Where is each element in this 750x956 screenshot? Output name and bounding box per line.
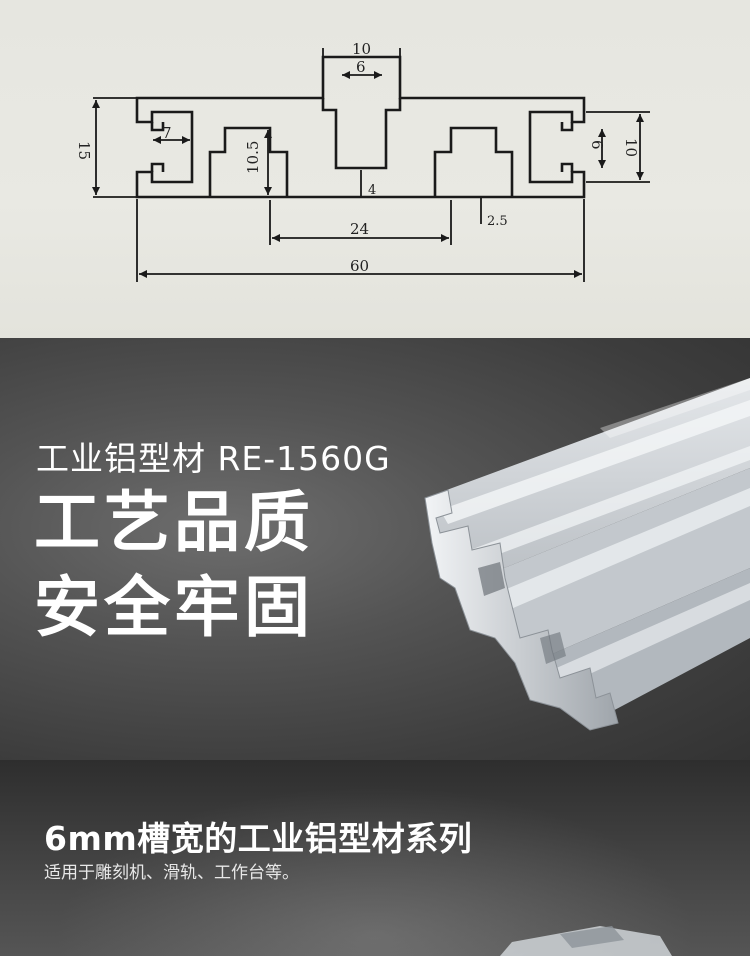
product-model-subtitle: 工业铝型材 RE-1560G xyxy=(36,439,391,478)
t-slot-3 xyxy=(433,126,514,197)
aluminum-profile-image xyxy=(424,378,750,731)
left-tab-lower xyxy=(150,162,165,172)
hero-banner: 工业铝型材 RE-1560G 工艺品质 安全牢固 xyxy=(0,338,750,760)
profile-preview-image xyxy=(500,926,672,956)
dim-label-24: 24 xyxy=(350,220,369,238)
t-slot-1 xyxy=(208,126,289,197)
series-section: 6mm槽宽的工业铝型材系列 适用于雕刻机、滑轨、工作台等。 xyxy=(0,760,750,956)
dim-label-6-top: 6 xyxy=(356,58,366,76)
dim-label-10-right: 10 xyxy=(622,138,640,157)
dim-label-10-5: 10.5 xyxy=(244,141,262,174)
headline-safety: 安全牢固 xyxy=(34,569,314,646)
series-title: 6mm槽宽的工业铝型材系列 xyxy=(44,819,473,858)
profile-end-face xyxy=(424,489,619,731)
right-tab xyxy=(560,122,574,132)
dim-label-4: 4 xyxy=(368,183,376,198)
dim-label-60: 60 xyxy=(350,257,369,275)
headline-quality: 工艺品质 xyxy=(34,484,314,561)
dim-label-6-right: 6 xyxy=(588,140,606,150)
dim-label-15: 15 xyxy=(75,141,93,160)
series-description: 适用于雕刻机、滑轨、工作台等。 xyxy=(44,863,299,883)
right-tab-lower xyxy=(560,162,574,172)
dim-label-2-5: 2.5 xyxy=(487,214,508,229)
dim-label-7: 7 xyxy=(162,124,172,142)
left-tab xyxy=(150,122,165,132)
dim-label-10-top: 10 xyxy=(352,40,371,58)
profile-cross-section-diagram: 10 6 15 7 10.5 4 24 2.5 6 10 60 xyxy=(75,40,650,282)
t-slot-2 xyxy=(321,98,402,170)
profile-technical-drawing: 10 6 15 7 10.5 4 24 2.5 6 10 60 xyxy=(0,0,750,338)
